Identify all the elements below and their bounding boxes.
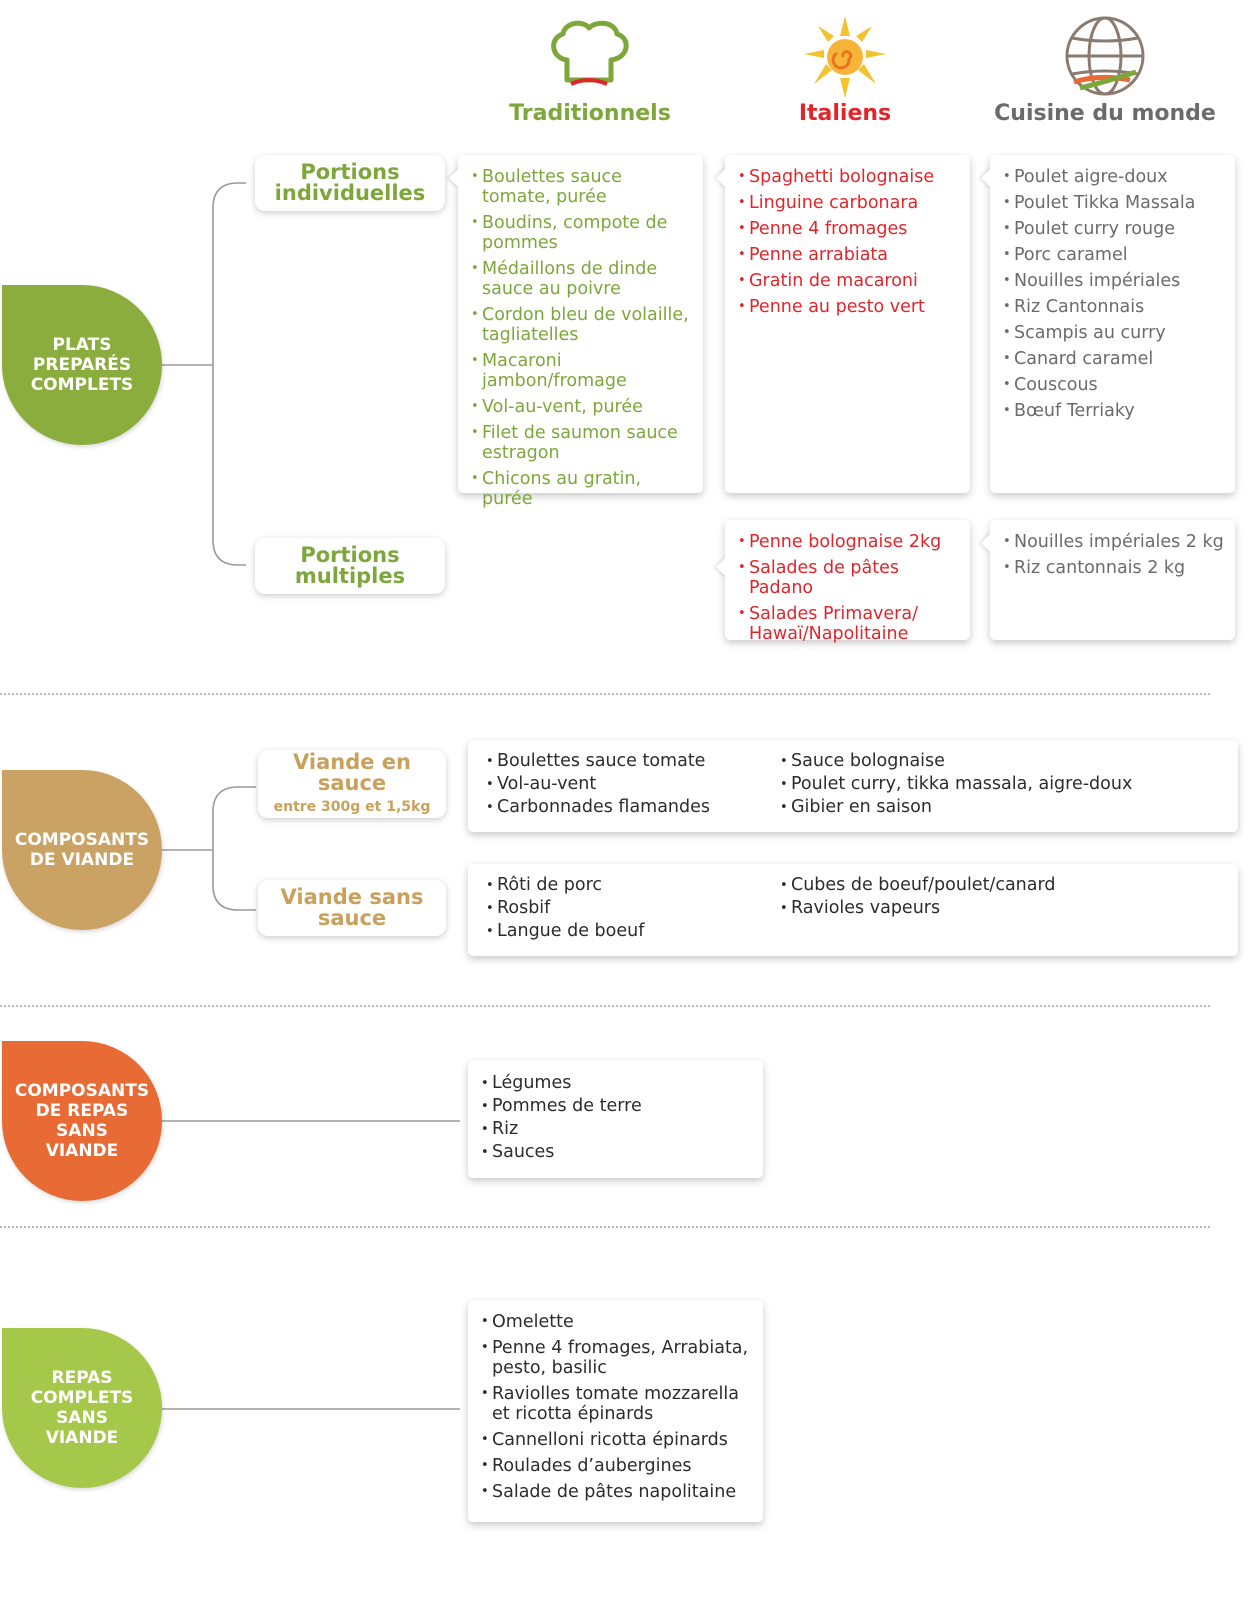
list-item: Omelette bbox=[481, 1312, 753, 1332]
list-item: Poulet aigre-doux bbox=[1003, 167, 1225, 187]
list-item: Bœuf Terriaky bbox=[1003, 401, 1225, 421]
list-item: Carbonnades flamandes bbox=[486, 796, 710, 819]
list-item: Boudins, compote de pommes bbox=[471, 213, 693, 253]
list-item: Poulet curry rouge bbox=[1003, 219, 1225, 239]
globe-icon bbox=[1060, 14, 1150, 100]
item-list: Poulet aigre-douxPoulet Tikka MassalaPou… bbox=[1003, 167, 1225, 421]
item-list: Boulettes sauce tomateVol-au-ventCarbonn… bbox=[486, 750, 710, 819]
item-list: Rôti de porcRosbifLangue de boeuf bbox=[486, 874, 644, 943]
list-item: Sauces bbox=[481, 1141, 753, 1164]
list-item: Cordon bleu de volaille, tagliatelles bbox=[471, 305, 693, 345]
list-item: Gratin de macaroni bbox=[738, 271, 960, 291]
list-item: Nouilles impériales bbox=[1003, 271, 1225, 291]
item-list: LégumesPommes de terreRizSauces bbox=[481, 1072, 753, 1164]
item-list: Spaghetti bolognaiseLinguine carbonaraPe… bbox=[738, 167, 960, 317]
list-item: Nouilles impériales 2 kg bbox=[1003, 532, 1225, 552]
item-list: Penne bolognaise 2kgSalades de pâtes Pad… bbox=[738, 532, 960, 644]
list-item: Couscous bbox=[1003, 375, 1225, 395]
subcategory-portions-individuelles: Portions individuelles bbox=[255, 155, 445, 211]
chef-hat-icon bbox=[545, 18, 633, 92]
list-viande-en-sauce: Boulettes sauce tomateVol-au-ventCarbonn… bbox=[468, 740, 1238, 832]
list-item: Macaroni jambon/fromage bbox=[471, 351, 693, 391]
category-plats-prepares: PLATS PREPARÉS COMPLETS bbox=[2, 285, 162, 445]
list-item: Vol-au-vent bbox=[486, 773, 710, 796]
list-item: Raviolles tomate mozzarella et ricotta é… bbox=[481, 1384, 753, 1424]
sun-icon bbox=[800, 14, 890, 100]
list-monde-multiples: Nouilles impériales 2 kg Riz cantonnais 2… bbox=[981, 520, 1235, 640]
list-item: Linguine carbonara bbox=[738, 193, 960, 213]
header-traditionnels: Traditionnels bbox=[509, 101, 671, 126]
list-item: Cubes de boeuf/poulet/canard bbox=[780, 874, 1055, 897]
list-item: Chicons au gratin, purée bbox=[471, 469, 693, 509]
list-item: Légumes bbox=[481, 1072, 753, 1095]
list-item: Rôti de porc bbox=[486, 874, 644, 897]
list-italiens-individuelles: Spaghetti bolognaiseLinguine carbonaraPe… bbox=[716, 155, 970, 493]
category-composants-viande: COMPOSANTS DE VIANDE bbox=[2, 770, 162, 930]
list-item: Salade de pâtes napolitaine bbox=[481, 1482, 753, 1502]
list-traditionnels-individuelles: Boulettes sauce tomate, puréeBoudins, co… bbox=[449, 155, 703, 509]
list-item: Filet de saumon sauce estragon bbox=[471, 423, 693, 463]
list-item: Pommes de terre bbox=[481, 1095, 753, 1118]
list-item: Canard caramel bbox=[1003, 349, 1225, 369]
section-divider bbox=[0, 1005, 1210, 1007]
list-item: Riz Cantonnais bbox=[1003, 297, 1225, 317]
list-monde-individuelles: Poulet aigre-douxPoulet Tikka MassalaPou… bbox=[981, 155, 1235, 493]
subcategory-viande-sans-sauce: Viande sans sauce bbox=[258, 880, 446, 936]
section-divider bbox=[0, 693, 1210, 695]
subcategory-portions-multiples: Portions multiples bbox=[255, 538, 445, 594]
category-repas-sans-viande: REPAS COMPLETS SANS VIANDE bbox=[2, 1328, 162, 1488]
list-item: Médaillons de dinde sauce au poivre bbox=[471, 259, 693, 299]
list-item: Cannelloni ricotta épinards bbox=[481, 1430, 753, 1450]
list-item: Salades de pâtes Padano bbox=[738, 558, 960, 598]
item-list: Boulettes sauce tomate, puréeBoudins, co… bbox=[471, 167, 693, 509]
list-composants-sans-viande: LégumesPommes de terreRizSauces bbox=[468, 1060, 763, 1178]
header-italiens: Italiens bbox=[798, 101, 892, 126]
subcategory-viande-en-sauce: Viande en sauce entre 300g et 1,5kg bbox=[258, 750, 446, 818]
list-item: Boulettes sauce tomate, purée bbox=[471, 167, 693, 207]
list-item: Langue de boeuf bbox=[486, 920, 644, 943]
list-item: Riz bbox=[481, 1118, 753, 1141]
list-item: Riz cantonnais 2 kg bbox=[1003, 558, 1225, 578]
list-item: Boulettes sauce tomate bbox=[486, 750, 710, 773]
list-item: Penne bolognaise 2kg bbox=[738, 532, 960, 552]
list-item: Penne arrabiata bbox=[738, 245, 960, 265]
item-list: Sauce bolognaisePoulet curry, tikka mass… bbox=[780, 750, 1132, 819]
section-divider bbox=[0, 1226, 1210, 1228]
list-item: Penne 4 fromages, Arrabiata, pesto, basi… bbox=[481, 1338, 753, 1378]
header-cuisine-du-monde: Cuisine du monde bbox=[994, 101, 1216, 126]
list-item: Rosbif bbox=[486, 897, 644, 920]
category-composants-sans-viande: COMPOSANTS DE REPAS SANS VIANDE bbox=[2, 1041, 162, 1201]
list-item: Vol-au-vent, purée bbox=[471, 397, 693, 417]
item-list: Cubes de boeuf/poulet/canardRavioles vap… bbox=[780, 874, 1055, 920]
list-item: Porc caramel bbox=[1003, 245, 1225, 265]
list-repas-sans-viande: OmelettePenne 4 fromages, Arrabiata, pes… bbox=[468, 1300, 763, 1522]
list-item: Poulet curry, tikka massala, aigre-doux bbox=[780, 773, 1132, 796]
list-item: Salades Primavera/ Hawaï/Napolitaine bbox=[738, 604, 960, 644]
list-item: Spaghetti bolognaise bbox=[738, 167, 960, 187]
list-item: Poulet Tikka Massala bbox=[1003, 193, 1225, 213]
list-item: Roulades d’aubergines bbox=[481, 1456, 753, 1476]
list-item: Scampis au curry bbox=[1003, 323, 1225, 343]
list-item: Ravioles vapeurs bbox=[780, 897, 1055, 920]
list-item: Gibier en saison bbox=[780, 796, 1132, 819]
list-italiens-multiples: Penne bolognaise 2kgSalades de pâtes Pad… bbox=[716, 520, 970, 644]
item-list: OmelettePenne 4 fromages, Arrabiata, pes… bbox=[481, 1312, 753, 1502]
list-item: Sauce bolognaise bbox=[780, 750, 1132, 773]
item-list: Nouilles impériales 2 kg Riz cantonnais 2… bbox=[1003, 532, 1225, 578]
list-item: Penne 4 fromages bbox=[738, 219, 960, 239]
list-item: Penne au pesto vert bbox=[738, 297, 960, 317]
list-viande-sans-sauce: Rôti de porcRosbifLangue de boeuf Cubes … bbox=[468, 864, 1238, 956]
